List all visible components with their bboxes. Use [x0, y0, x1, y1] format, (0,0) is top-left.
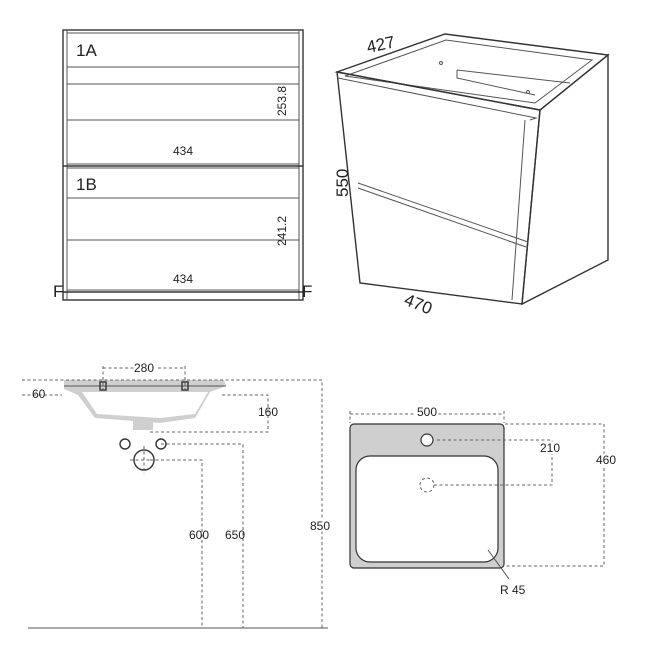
- cabinet-front: [336, 71, 541, 305]
- cabinet-outline: [62, 29, 304, 301]
- radius-leader: [487, 549, 510, 580]
- tap-spacing: 280: [134, 361, 154, 375]
- rim-thickness: 60: [32, 387, 46, 401]
- tap-to-waste: 210: [540, 441, 560, 455]
- tap-hole: [420, 433, 434, 447]
- corner-radius: R 45: [500, 583, 526, 597]
- basin-bowl: [355, 455, 499, 563]
- cabinet-height: 550: [333, 169, 352, 197]
- drawer-a-label: 1A: [76, 41, 97, 60]
- supply-hole-left: [119, 438, 131, 450]
- cabinet-side-panel: [521, 53, 609, 306]
- waste-height: 600: [189, 528, 209, 542]
- drawer-b-front: [66, 167, 300, 291]
- foot-mark-left: F: [53, 282, 63, 301]
- drawer-b-label: 1B: [76, 175, 97, 194]
- basin-depth: 460: [596, 453, 616, 467]
- basin-width: 500: [417, 405, 437, 419]
- drawer-a-height: 253.8: [275, 86, 289, 116]
- drawer-a-width: 434: [173, 144, 193, 158]
- bowl-depth: 160: [258, 405, 278, 419]
- supply-hole-right: [155, 438, 167, 450]
- cabinet-perspective-view: 427 550 470: [333, 32, 610, 318]
- waste-spigot: [133, 418, 153, 430]
- basin-side-view: 280 60 160 600 650 850: [22, 359, 332, 629]
- drawer-b-width: 434: [173, 272, 193, 286]
- drawer-front-view: 1A 1B 253.8 241.2 434 434 F F: [53, 29, 312, 301]
- basin-top-view: 500 210 460 R 45: [349, 403, 618, 597]
- cabinet-width: 470: [402, 290, 435, 318]
- drawer-b-height: 241.2: [275, 216, 289, 246]
- overall-height: 850: [310, 519, 330, 533]
- foot-mark-right: F: [302, 282, 312, 301]
- drawer-a-front: [66, 32, 300, 165]
- supply-height: 650: [225, 528, 245, 542]
- drawer-split-line: [357, 182, 529, 243]
